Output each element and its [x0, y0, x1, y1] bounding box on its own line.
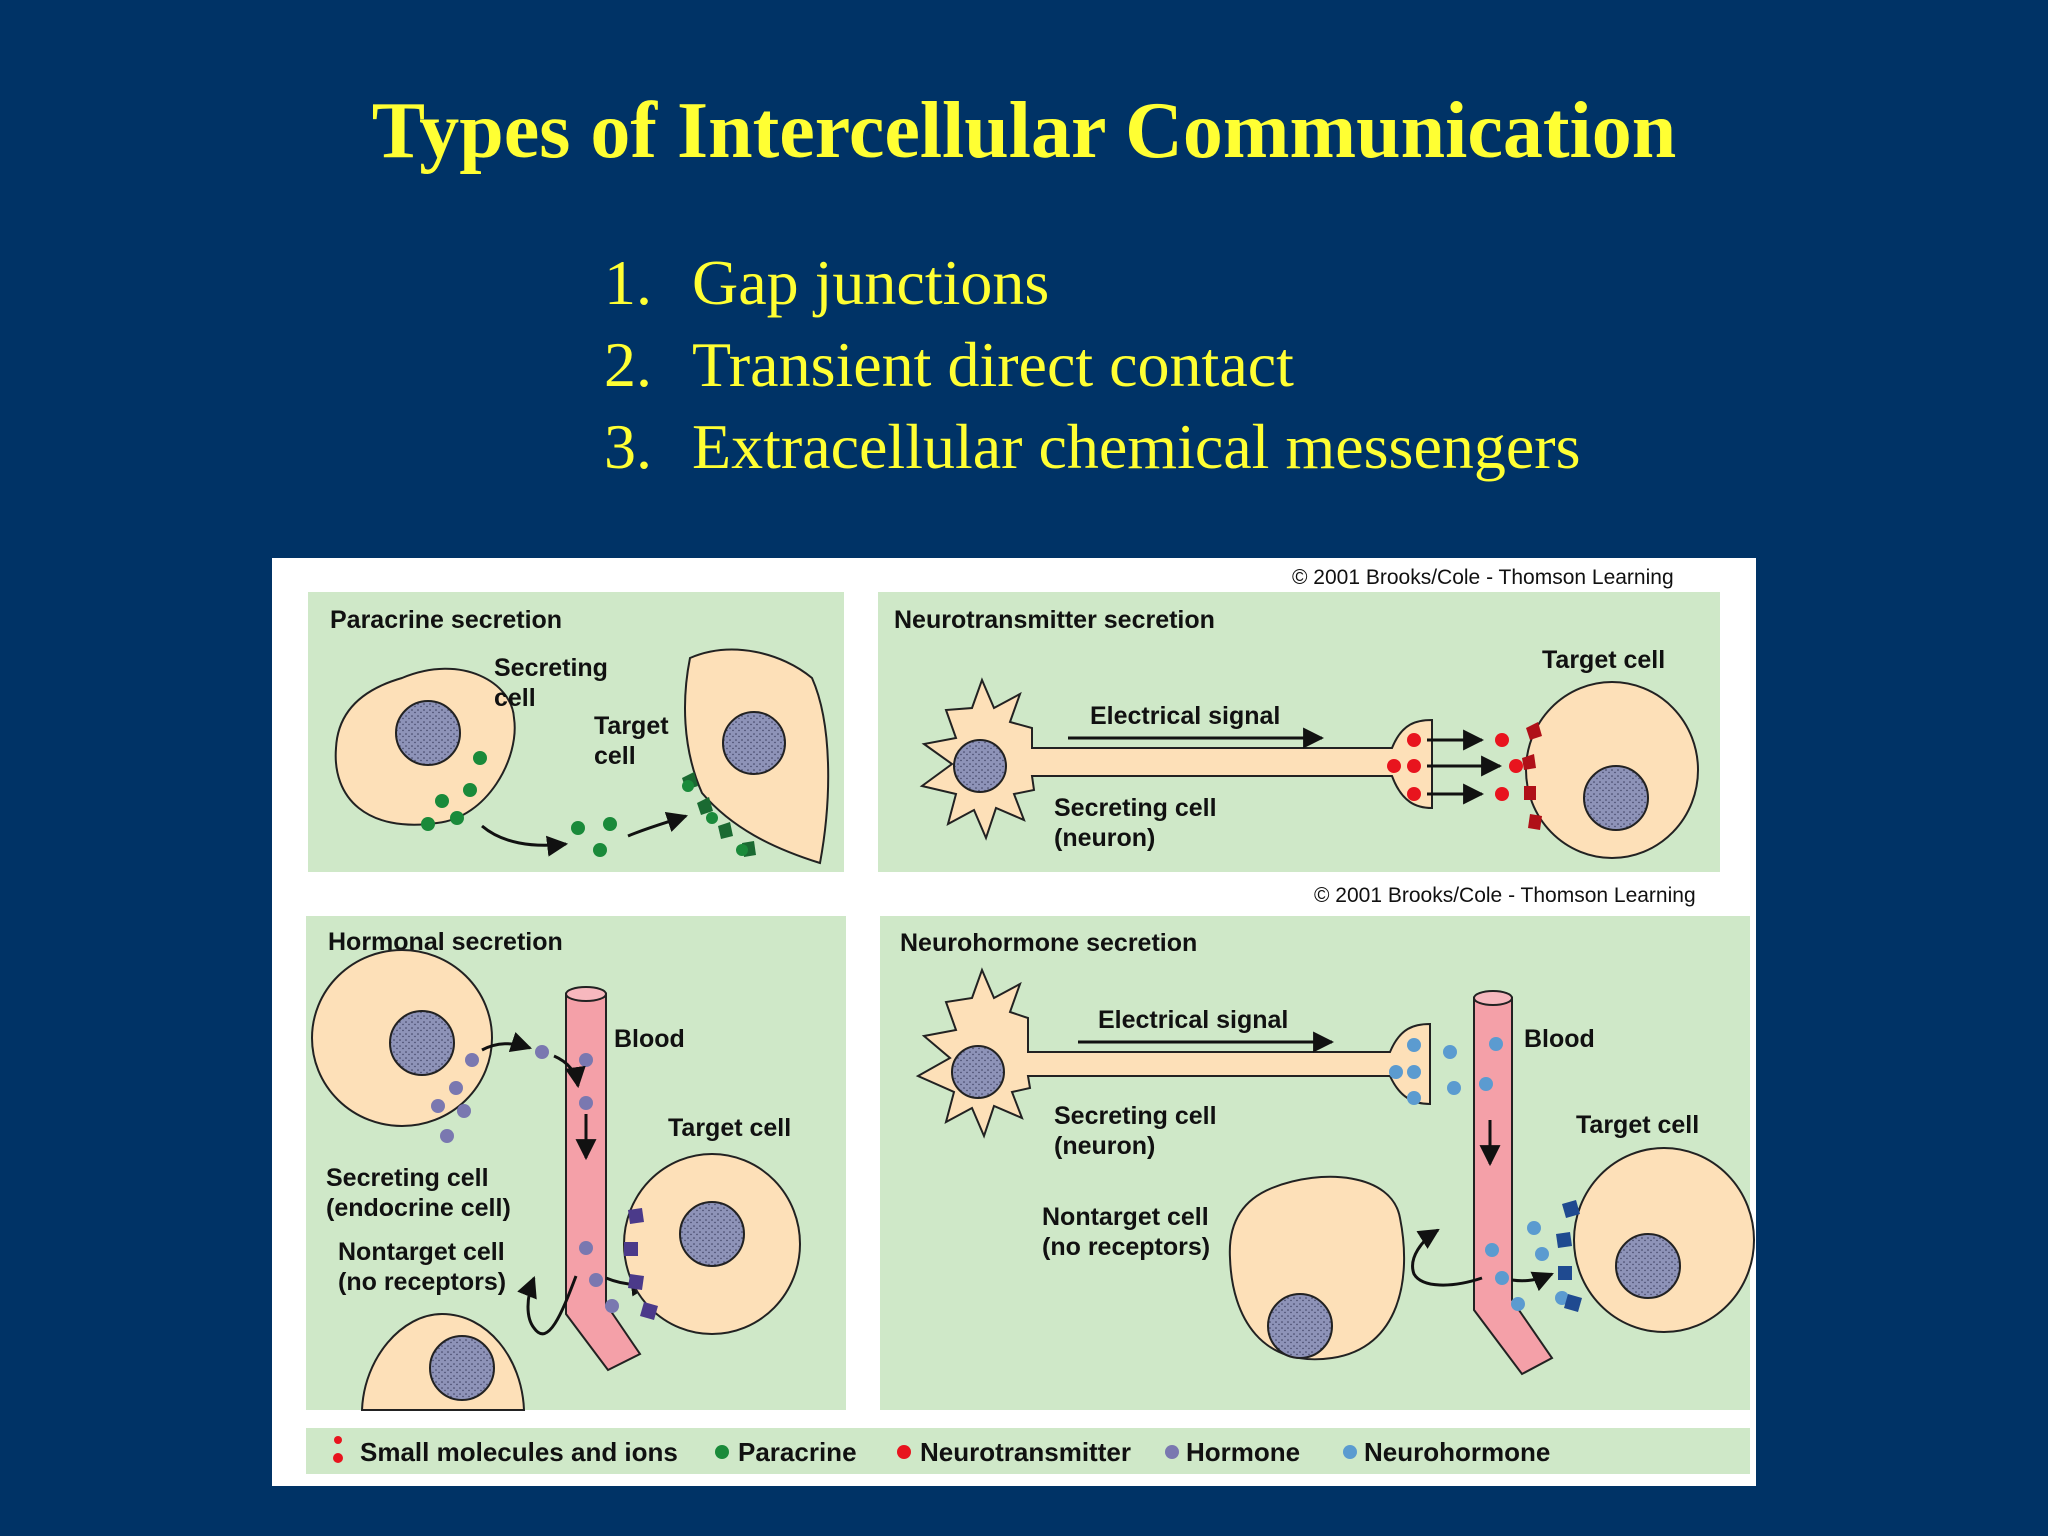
neurohormone-title: Neurohormone secretion	[900, 929, 1197, 957]
nucleus	[429, 1335, 495, 1401]
neurotransmitter-panel: © 2001 Brooks/Cole - Thomson Learning Ne…	[878, 566, 1720, 907]
nucleus	[679, 1201, 745, 1267]
neurohormone-panel: Neurohormone secretion Electrical si	[880, 916, 1755, 1410]
slide-title: Types of Intercellular Communication	[371, 87, 1677, 175]
neurohormone-target-label: Target cell	[1576, 1111, 1699, 1139]
nucleus	[953, 739, 1007, 793]
paracrine-molecules	[421, 751, 617, 857]
paracrine-secreting-label-2: cell	[494, 684, 536, 712]
list-item-text: Gap junctions	[692, 247, 1050, 318]
legend-paracrine: Paracrine	[738, 1437, 857, 1467]
neurotransmitter-electrical-label: Electrical signal	[1090, 702, 1280, 730]
hormonal-receptors	[624, 1208, 658, 1320]
nucleus	[1583, 765, 1649, 831]
list-item-number: 1.	[604, 247, 652, 318]
paracrine-panel: Paracrine secretion Secreting cell Targe…	[308, 592, 844, 872]
neurotransmitter-secreting-label-2: (neuron)	[1054, 824, 1155, 852]
nucleus	[1267, 1293, 1333, 1359]
legend-neurotransmitter-marker	[897, 1445, 911, 1459]
nucleus	[395, 700, 461, 766]
legend: Small molecules and ions Paracrine Neuro…	[306, 1428, 1750, 1474]
hormonal-panel: Hormonal secretion Blood Target cell	[306, 916, 846, 1411]
neurotransmitter-secreting-label-1: Secreting cell	[1054, 794, 1217, 822]
paracrine-title: Paracrine secretion	[330, 606, 562, 634]
list-item-text: Extracellular chemical messengers	[692, 411, 1581, 482]
list-item-number: 2.	[604, 329, 652, 400]
copyright-middle: © 2001 Brooks/Cole - Thomson Learning	[1314, 884, 1696, 907]
nucleus	[389, 1010, 455, 1076]
hormonal-blood-label: Blood	[614, 1025, 685, 1053]
list-item: 1. Gap junctions	[540, 242, 1580, 324]
hormonal-nontarget-label-1: Nontarget cell	[338, 1238, 505, 1266]
neurotransmitter-molecules	[1387, 733, 1523, 801]
neurotransmitter-target-label: Target cell	[1542, 646, 1665, 674]
list-item: 2. Transient direct contact	[540, 324, 1580, 406]
neurohormone-molecules	[1389, 1037, 1569, 1311]
hormonal-title: Hormonal secretion	[328, 928, 563, 956]
legend-small-molecules-marker	[333, 1436, 343, 1463]
legend-hormone-marker	[1165, 1445, 1179, 1459]
neurotransmitter-title: Neurotransmitter secretion	[894, 606, 1215, 634]
neurohormone-nontarget-label-2: (no receptors)	[1042, 1233, 1210, 1261]
legend-neurohormone: Neurohormone	[1364, 1437, 1550, 1467]
legend-paracrine-marker	[715, 1445, 729, 1459]
neurohormone-blood-label: Blood	[1524, 1025, 1595, 1053]
hormonal-secreting-label-1: Secreting cell	[326, 1164, 489, 1192]
figure-svg: Paracrine secretion Secreting cell Targe…	[272, 558, 1756, 1486]
neurotransmitter-receptors	[1522, 722, 1542, 830]
nucleus	[1615, 1233, 1681, 1299]
neurohormone-receptors	[1556, 1200, 1582, 1312]
nucleus	[951, 1045, 1005, 1099]
paracrine-target-label-1: Target	[594, 712, 669, 740]
legend-neurohormone-marker	[1343, 1445, 1357, 1459]
legend-small-molecules: Small molecules and ions	[360, 1437, 678, 1467]
neurotransmitter-neuron	[919, 677, 1433, 841]
communication-types-list: 1. Gap junctions 2. Transient direct conta…	[540, 242, 1580, 488]
list-item-text: Transient direct contact	[692, 329, 1294, 400]
neurohormone-secreting-label-2: (neuron)	[1054, 1132, 1155, 1160]
copyright-top: © 2001 Brooks/Cole - Thomson Learning	[1292, 566, 1674, 589]
legend-neurotransmitter: Neurotransmitter	[920, 1437, 1131, 1467]
hormonal-secreting-label-2: (endocrine cell)	[326, 1194, 511, 1222]
paracrine-secreting-label-1: Secreting	[494, 654, 608, 682]
intercellular-communication-figure: Paracrine secretion Secreting cell Targe…	[272, 558, 1756, 1486]
list-item: 3. Extracellular chemical messengers	[540, 406, 1580, 488]
hormonal-nontarget-label-2: (no receptors)	[338, 1268, 506, 1296]
hormonal-target-label: Target cell	[668, 1114, 791, 1142]
legend-hormone: Hormone	[1186, 1437, 1300, 1467]
neurohormone-nontarget-label-1: Nontarget cell	[1042, 1203, 1209, 1231]
nucleus	[722, 711, 786, 775]
neurohormone-electrical-label: Electrical signal	[1098, 1006, 1288, 1034]
list-item-number: 3.	[604, 411, 652, 482]
neurohormone-secreting-label-1: Secreting cell	[1054, 1102, 1217, 1130]
paracrine-target-label-2: cell	[594, 742, 636, 770]
